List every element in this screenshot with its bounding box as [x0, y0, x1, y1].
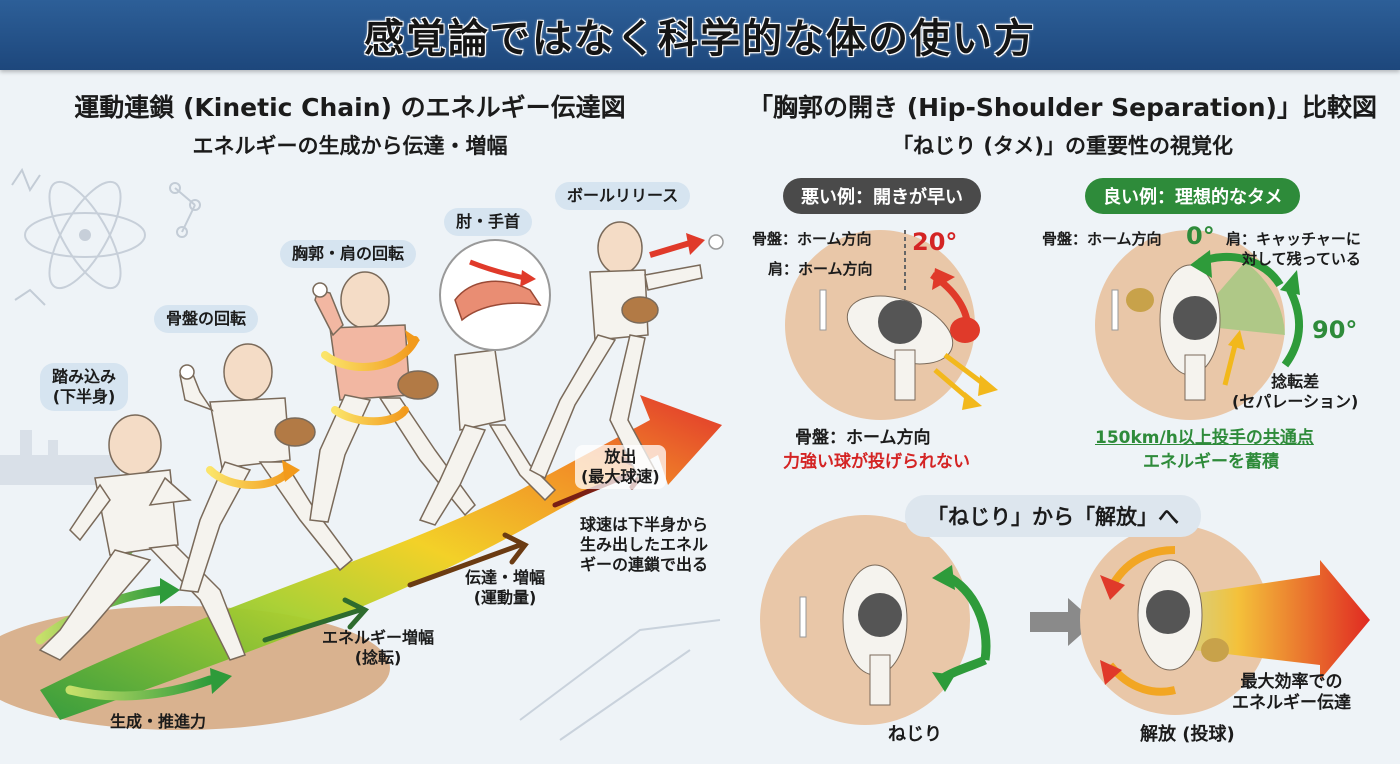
good-bottom-energy: エネルギーを蓄積	[1143, 452, 1279, 472]
right-subtitle: 「ねじり (タメ)」の重要性の視覚化	[892, 134, 1233, 158]
bad-pitcher-topview	[846, 295, 980, 401]
flow-release-label: 放出 (最大球速)	[575, 445, 666, 489]
bad-bottom-pelvis: 骨盤：ホーム方向	[795, 428, 931, 448]
release-arrow-icon	[649, 233, 705, 258]
elbow-zoom-inset	[439, 239, 551, 351]
stadium-background	[0, 430, 120, 485]
left-title: 運動連鎖 (Kinetic Chain) のエネルギー伝達図	[74, 93, 626, 122]
right-title: 「胸郭の開き (Hip-Shoulder Separation)」比較図	[748, 93, 1377, 122]
bad-angle-label: 20°	[912, 228, 958, 256]
release-pitcher-topview	[1137, 559, 1229, 671]
twist-label: ねじり	[888, 724, 942, 745]
good-pelvis-label: 骨盤：ホーム方向	[1042, 230, 1162, 248]
release-label: 解放 (投球)	[1140, 724, 1235, 745]
good-separation-label: 捻転差 (セパレーション)	[1232, 372, 1359, 411]
left-subtitle: エネルギーの生成から伝達・増幅	[192, 134, 508, 158]
twist-release-banner: 「ねじり」から「解放」へ	[905, 495, 1201, 537]
phase-release-label: ボールリリース	[555, 182, 691, 210]
pitcher-figure-stride	[38, 414, 246, 661]
flow-generation-label: 生成・推進力	[110, 712, 207, 731]
pitcher-figure-release	[529, 221, 703, 482]
phase-torso-label: 胸郭・肩の回転	[280, 240, 417, 268]
good-pitcher-topview	[1126, 264, 1221, 401]
molecule-icon	[169, 182, 201, 238]
title-banner: 感覚論ではなく科学的な体の使い方	[0, 0, 1400, 70]
good-angle-label: 90°	[1312, 316, 1358, 344]
bad-bottom-warning: 力強い球が投げられない	[783, 452, 970, 472]
energy-flow-arrow	[40, 395, 722, 720]
field-lines	[519, 619, 721, 741]
twist-pitcher-topview	[842, 564, 908, 706]
phase-pelvis-label: 骨盤の回転	[154, 305, 259, 333]
good-example-badge: 良い例：理想的なタメ	[1085, 178, 1301, 214]
efficiency-label: 最大効率での エネルギー伝達	[1232, 672, 1351, 714]
phase-elbow-label: 肘・手首	[444, 208, 533, 236]
main-title: 感覚論ではなく科学的な体の使い方	[364, 16, 1036, 62]
baseball-icon	[708, 234, 724, 250]
bad-shoulder-label: 肩：ホーム方向	[768, 260, 873, 278]
flow-note: 球速は下半身から 生み出したエネル ギーの連鎖で出る	[580, 515, 709, 574]
bad-direction-arrows	[933, 353, 987, 402]
flow-amplify-label: エネルギー増幅 (捻転)	[322, 628, 435, 667]
good-shoulder-label: 肩：キャッチャーに 対して残っている	[1226, 230, 1361, 268]
bad-example-badge: 悪い例：開きが早い	[783, 178, 981, 214]
flow-transfer-label: 伝達・増幅 (運動量)	[465, 568, 546, 607]
atom-icon	[24, 180, 146, 290]
chart-doodle-icon	[11, 167, 46, 306]
bad-pelvis-label: 骨盤：ホーム方向	[752, 230, 872, 248]
phase-stride-label: 踏み込み (下半身)	[40, 363, 129, 411]
good-bottom-common: 150km/h以上投手の共通点	[1095, 428, 1314, 448]
good-pelvis-angle: 0°	[1186, 222, 1215, 250]
pitcher-figure-hip-turn	[179, 343, 354, 593]
pitcher-figure-arm-drive	[418, 349, 557, 526]
torso-rotation-arrow	[321, 336, 419, 426]
